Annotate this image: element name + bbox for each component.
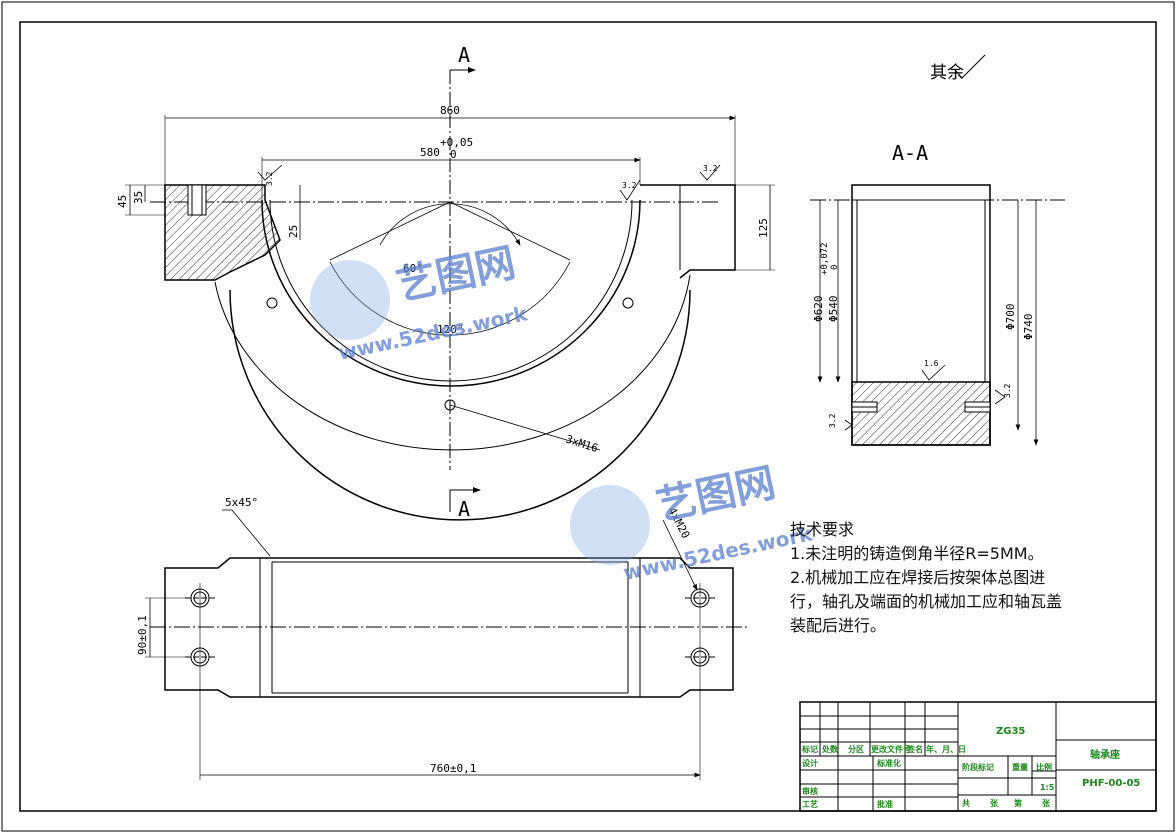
dim-h25: 25 [287, 225, 300, 238]
dim-bore-tol-low: 0 [450, 148, 457, 161]
dim-bore-width: 580 [420, 146, 440, 159]
dim-span-760: 760±0,1 [430, 762, 476, 775]
dim-d740: Φ740 [1022, 314, 1035, 341]
tb-zhang2: 张 [1042, 799, 1051, 808]
watermark-brand-2: 艺图网 [653, 460, 780, 530]
watermark-1: 艺图网 www.52des.work [310, 240, 530, 365]
section-mark-bottom: A [458, 497, 470, 521]
tb-sheji: 设计 [802, 758, 818, 768]
technical-notes: 技术要求 1.未注明的铸造倒角半径R=5MM。 2.机械加工应在焊接后按架体总图… [790, 518, 1150, 638]
watermark-globe-icon [310, 260, 390, 340]
dim-d540-tol: +0,072 [820, 242, 830, 275]
tb-biaozhun: 标准化 [876, 758, 901, 768]
watermark-url-2: www.52des.work [621, 521, 815, 585]
dim-h45: 45 [116, 195, 129, 208]
notes-line-2: 2.机械加工应在焊接后按架体总图进 [790, 568, 1046, 587]
notes-line-3: 行，轴孔及端面的机械加工应和轴瓦盖 [790, 592, 1063, 611]
scale: 1:5 [1040, 783, 1055, 792]
front-view [125, 54, 986, 521]
top-view [145, 509, 750, 780]
dim-bore-tol: +0,05 [440, 136, 473, 149]
roughness-32-d: 3.2 [1003, 383, 1012, 398]
dim-angle-120: 120° [437, 323, 464, 336]
dim-d540-tol-low: 0 [830, 265, 840, 270]
dim-holes-m16: 3xM16 [564, 432, 600, 455]
dim-slot-90: 90±0,1 [136, 615, 149, 655]
tb-qianming: 签名 [906, 744, 923, 754]
tb-gong: 共 [962, 798, 970, 808]
section-view-labels: A-A Φ620 Φ540 +0,072 0 Φ700 Φ740 1.6 3.2… [812, 141, 1035, 428]
tb-zhongliang: 重量 [1012, 762, 1028, 772]
drawing-number: PHF-00-05 [1082, 778, 1140, 789]
tb-ymd: 年、月、日 [926, 744, 966, 754]
roughness-32-c: 3.2 [703, 164, 718, 173]
dim-d700: Φ700 [1004, 304, 1017, 331]
tb-jieduan: 阶段标记 [962, 762, 994, 772]
watermark-brand: 艺图网 [393, 240, 520, 310]
front-view-labels: A A 860 580 +0,05 0 45 35 25 125 60° 120… [116, 43, 964, 521]
tb-zhang: 张 [990, 799, 999, 808]
tb-bili: 比例 [1036, 762, 1052, 772]
title-block-labels: ZG35 轴承座 PHF-00-05 1:5 标记 处数 分区 更改文件号 签名… [801, 726, 1140, 809]
notes-line-4: 装配后进行。 [790, 616, 887, 635]
dim-overall-length: 860 [440, 104, 460, 117]
tb-di: 第 [1014, 798, 1022, 808]
dim-h125: 125 [757, 218, 770, 238]
tb-gongyi: 工艺 [802, 799, 818, 809]
title-block [799, 701, 1157, 812]
material: ZG35 [996, 726, 1025, 737]
section-view [810, 184, 1065, 446]
dim-chamfer: 5x45° [225, 496, 258, 509]
watermark-globe-icon-2 [570, 485, 650, 565]
tb-pizhun: 批准 [877, 799, 893, 809]
watermark-2: 艺图网 www.52des.work [570, 460, 815, 585]
tb-shenhe: 审核 [802, 786, 818, 796]
roughness-16: 1.6 [924, 359, 939, 368]
inner-frame [19, 21, 1157, 812]
notes-line-1: 1.未注明的铸造倒角半径R=5MM。 [790, 544, 1044, 563]
section-mark-top: A [458, 43, 470, 67]
dim-angle-60: 60° [403, 262, 423, 275]
part-name: 轴承座 [1090, 748, 1120, 761]
tb-fenqu: 分区 [848, 744, 864, 754]
roughness-rest-label: 其余 [930, 63, 964, 83]
top-view-labels: 5x45° 4xM20 90±0,1 760±0,1 [136, 496, 692, 775]
notes-title: 技术要求 [790, 520, 855, 539]
dim-d620: Φ620 [812, 296, 825, 323]
tb-wenjian: 更改文件号 [871, 744, 911, 754]
tb-biaoji: 标记 [801, 744, 818, 754]
roughness-32-b: 3.2 [622, 181, 637, 190]
section-title: A-A [892, 141, 928, 165]
tb-chushu: 处数 [821, 744, 839, 754]
roughness-32-a: 3.2 [265, 171, 274, 186]
dim-d540: Φ540 [827, 296, 840, 323]
dim-h35: 35 [132, 191, 145, 204]
roughness-32-e: 3.2 [828, 413, 837, 428]
